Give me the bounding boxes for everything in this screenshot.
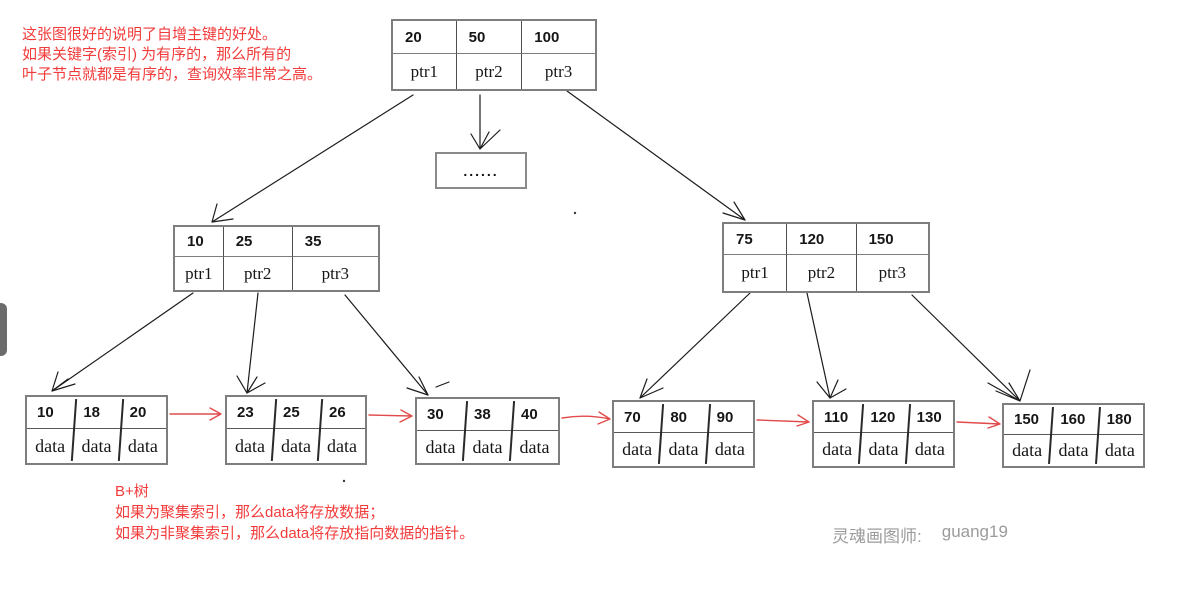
key-cell: 150 bbox=[856, 224, 928, 255]
key-cell: 110 bbox=[814, 402, 861, 433]
key-cell: 25 bbox=[223, 227, 293, 257]
key-cell: 20 bbox=[119, 397, 166, 429]
key-cell: 90 bbox=[706, 402, 753, 433]
root-node: 20 50 100 ptr1 ptr2 ptr3 bbox=[391, 19, 597, 91]
key-cell: 120 bbox=[787, 224, 857, 255]
top-annotation-line: 叶子节点就都是有序的，查询效率非常之高。 bbox=[22, 66, 323, 83]
internal-node-right: 75 120 150 ptr1 ptr2 ptr3 bbox=[722, 222, 930, 293]
leaf-node-5: 110 120 130 data data data bbox=[812, 400, 955, 468]
leaf-node-2: 23 25 26 data data data bbox=[225, 395, 367, 465]
data-cell: data bbox=[425, 436, 456, 457]
data-cell: data bbox=[822, 439, 853, 459]
arrow-root-to-left-internal bbox=[211, 94, 414, 223]
bottom-annotation: B+树 如果为聚集索引，那么data将存放数据； 如果为非聚集索引，那么data… bbox=[115, 481, 474, 544]
pointer-cell: ptr2 bbox=[224, 257, 293, 290]
key-cell: 26 bbox=[319, 397, 365, 429]
top-annotation-line: 这张图很好的说明了自增主键的好处。 bbox=[22, 26, 278, 43]
arrow-root-to-right-internal bbox=[566, 90, 746, 221]
data-cell: data bbox=[127, 435, 158, 456]
key-cell: 80 bbox=[660, 402, 707, 433]
arrow-leaf1-to-leaf2 bbox=[169, 407, 222, 421]
arrow-ptr2-to-leaf2 bbox=[246, 292, 259, 394]
data-cell: data bbox=[714, 439, 745, 459]
key-cell: 50 bbox=[456, 21, 523, 54]
leaf-node-6: 150 160 180 data data data bbox=[1002, 403, 1145, 468]
signature: 灵魂画图师: guang19 bbox=[832, 522, 1008, 547]
arrow-leaf3-to-leaf4 bbox=[561, 411, 611, 425]
key-cell: 100 bbox=[522, 21, 595, 54]
key-cell: 10 bbox=[27, 397, 74, 429]
key-cell: 160 bbox=[1050, 405, 1097, 435]
leaf-node-3: 30 38 40 data data data bbox=[415, 397, 560, 465]
signature-name: guang19 bbox=[941, 522, 1008, 541]
key-cell: 38 bbox=[464, 399, 511, 431]
key-cell: 180 bbox=[1096, 405, 1143, 435]
pointer-cell: ptr1 bbox=[175, 257, 224, 290]
pointer-cell: ptr1 bbox=[724, 255, 788, 291]
pointer-cell: ptr3 bbox=[878, 263, 906, 282]
data-cell: data bbox=[472, 436, 503, 457]
arrow-ptr1-to-leaf1 bbox=[51, 292, 194, 392]
internal-node-left: 10 25 35 ptr1 ptr2 ptr3 bbox=[173, 225, 380, 292]
leaf-node-4: 70 80 90 data data data bbox=[612, 400, 755, 468]
bottom-annotation-line: 如果为非聚集索引，那么data将存放指向数据的指针。 bbox=[115, 525, 475, 542]
key-cell: 25 bbox=[273, 397, 319, 429]
top-annotation-line: 如果关键字(索引) 为有序的，那么所有的 bbox=[22, 46, 292, 63]
data-cell: data bbox=[868, 439, 899, 459]
data-cell: data bbox=[1104, 440, 1135, 460]
data-cell: data bbox=[281, 435, 311, 456]
data-cell: data bbox=[914, 439, 945, 459]
arrow-ptr3-to-leaf6 bbox=[911, 294, 1021, 402]
pointer-cell: ptr3 bbox=[544, 61, 573, 81]
key-cell: 20 bbox=[393, 21, 457, 54]
key-cell: 35 bbox=[292, 227, 378, 257]
data-cell: data bbox=[1012, 440, 1043, 460]
pointer-cell: ptr2 bbox=[787, 255, 857, 291]
key-cell: 18 bbox=[73, 397, 120, 429]
bottom-annotation-line: 如果为聚集索引，那么data将存放数据； bbox=[115, 504, 385, 521]
data-cell: data bbox=[668, 439, 699, 459]
leaf-node-1: 10 18 20 data data data bbox=[25, 395, 168, 465]
stray-dot bbox=[573, 211, 577, 215]
arrow-ptr2-to-leaf5 bbox=[806, 292, 831, 399]
key-cell: 130 bbox=[906, 402, 953, 433]
arrow-ptr1-to-leaf4 bbox=[639, 292, 751, 399]
key-cell: 70 bbox=[614, 402, 661, 433]
key-cell: 30 bbox=[417, 399, 464, 431]
key-cell: 75 bbox=[724, 224, 788, 255]
data-cell: data bbox=[519, 436, 550, 457]
data-cell: data bbox=[81, 435, 112, 456]
ellipsis-node: ...... bbox=[435, 152, 527, 189]
key-cell: 150 bbox=[1004, 405, 1051, 435]
arrow-ptr3-to-leaf3 bbox=[344, 294, 429, 396]
edge-drawer-handle[interactable] bbox=[0, 303, 7, 356]
arrow-leaf4-to-leaf5 bbox=[756, 414, 810, 427]
pointer-cell: ptr2 bbox=[457, 54, 523, 89]
data-cell: data bbox=[622, 439, 653, 459]
data-cell: data bbox=[235, 435, 265, 456]
key-cell: 40 bbox=[511, 399, 558, 431]
bottom-annotation-line: B+树 bbox=[115, 483, 149, 500]
pointer-cell: ptr1 bbox=[393, 54, 457, 89]
pointer-cell: ptr3 bbox=[321, 263, 350, 283]
key-cell: 23 bbox=[227, 397, 273, 429]
data-cell: data bbox=[35, 435, 66, 456]
data-cell: data bbox=[1058, 440, 1089, 460]
key-cell: 120 bbox=[860, 402, 907, 433]
top-annotation: 这张图很好的说明了自增主键的好处。 如果关键字(索引) 为有序的，那么所有的 叶… bbox=[22, 25, 322, 85]
arrow-leaf5-to-leaf6 bbox=[956, 416, 1001, 429]
arrow-leaf2-to-leaf3 bbox=[368, 409, 413, 423]
data-cell: data bbox=[327, 435, 357, 456]
signature-label: 灵魂画图师: bbox=[832, 527, 922, 546]
key-cell: 10 bbox=[175, 227, 224, 257]
